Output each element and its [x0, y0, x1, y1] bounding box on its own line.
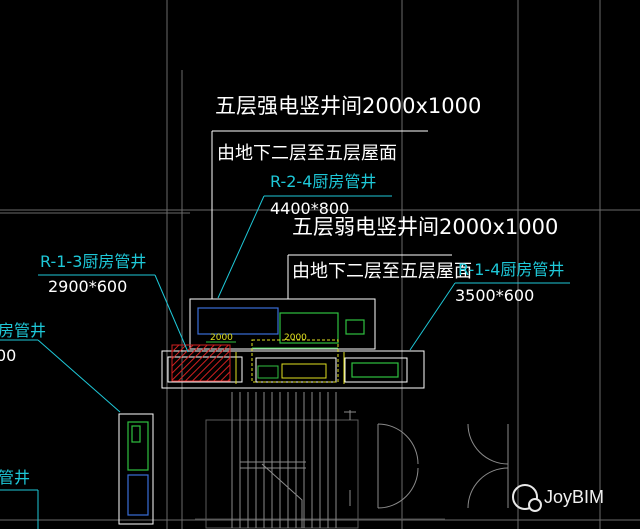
stair-treads: [205, 392, 359, 529]
equipment: [127, 307, 399, 516]
left-lower-partial: 管井: [0, 468, 31, 487]
left-partial-name: 房管井: [0, 321, 47, 340]
watermark: JoyBIM: [512, 484, 605, 512]
weak-shaft-title: 五层弱电竖井间2000x1000: [292, 215, 559, 239]
dimension-marks: [206, 339, 345, 384]
leader-lines: [0, 195, 570, 529]
watermark-brand: JoyBIM: [544, 486, 605, 507]
r24-size-label: 4400*800: [270, 199, 350, 218]
weak-shaft-range: 由地下二层至五层屋面: [292, 261, 472, 282]
door-swings: [377, 423, 509, 509]
left-partial-size: 00: [0, 346, 17, 365]
strong-shaft-range: 由地下二层至五层屋面: [217, 143, 397, 164]
wechat-icon: [512, 484, 542, 512]
dimension-a: 2000: [210, 333, 233, 343]
strong-shaft-title: 五层强电竖井间2000x1000: [215, 94, 482, 118]
shaft-outlines: [118, 130, 452, 525]
r13-name-label: R-1-3厨房管井: [40, 252, 147, 271]
r14-name-label: R-1-4厨房管井: [458, 260, 565, 279]
r14-size-label: 3500*600: [455, 286, 535, 305]
hatched-wall: [171, 344, 231, 382]
r24-name-label: R-2-4厨房管井: [270, 172, 377, 191]
dimension-b: 2000: [284, 333, 307, 343]
r13-size-label: 2900*600: [48, 277, 128, 296]
